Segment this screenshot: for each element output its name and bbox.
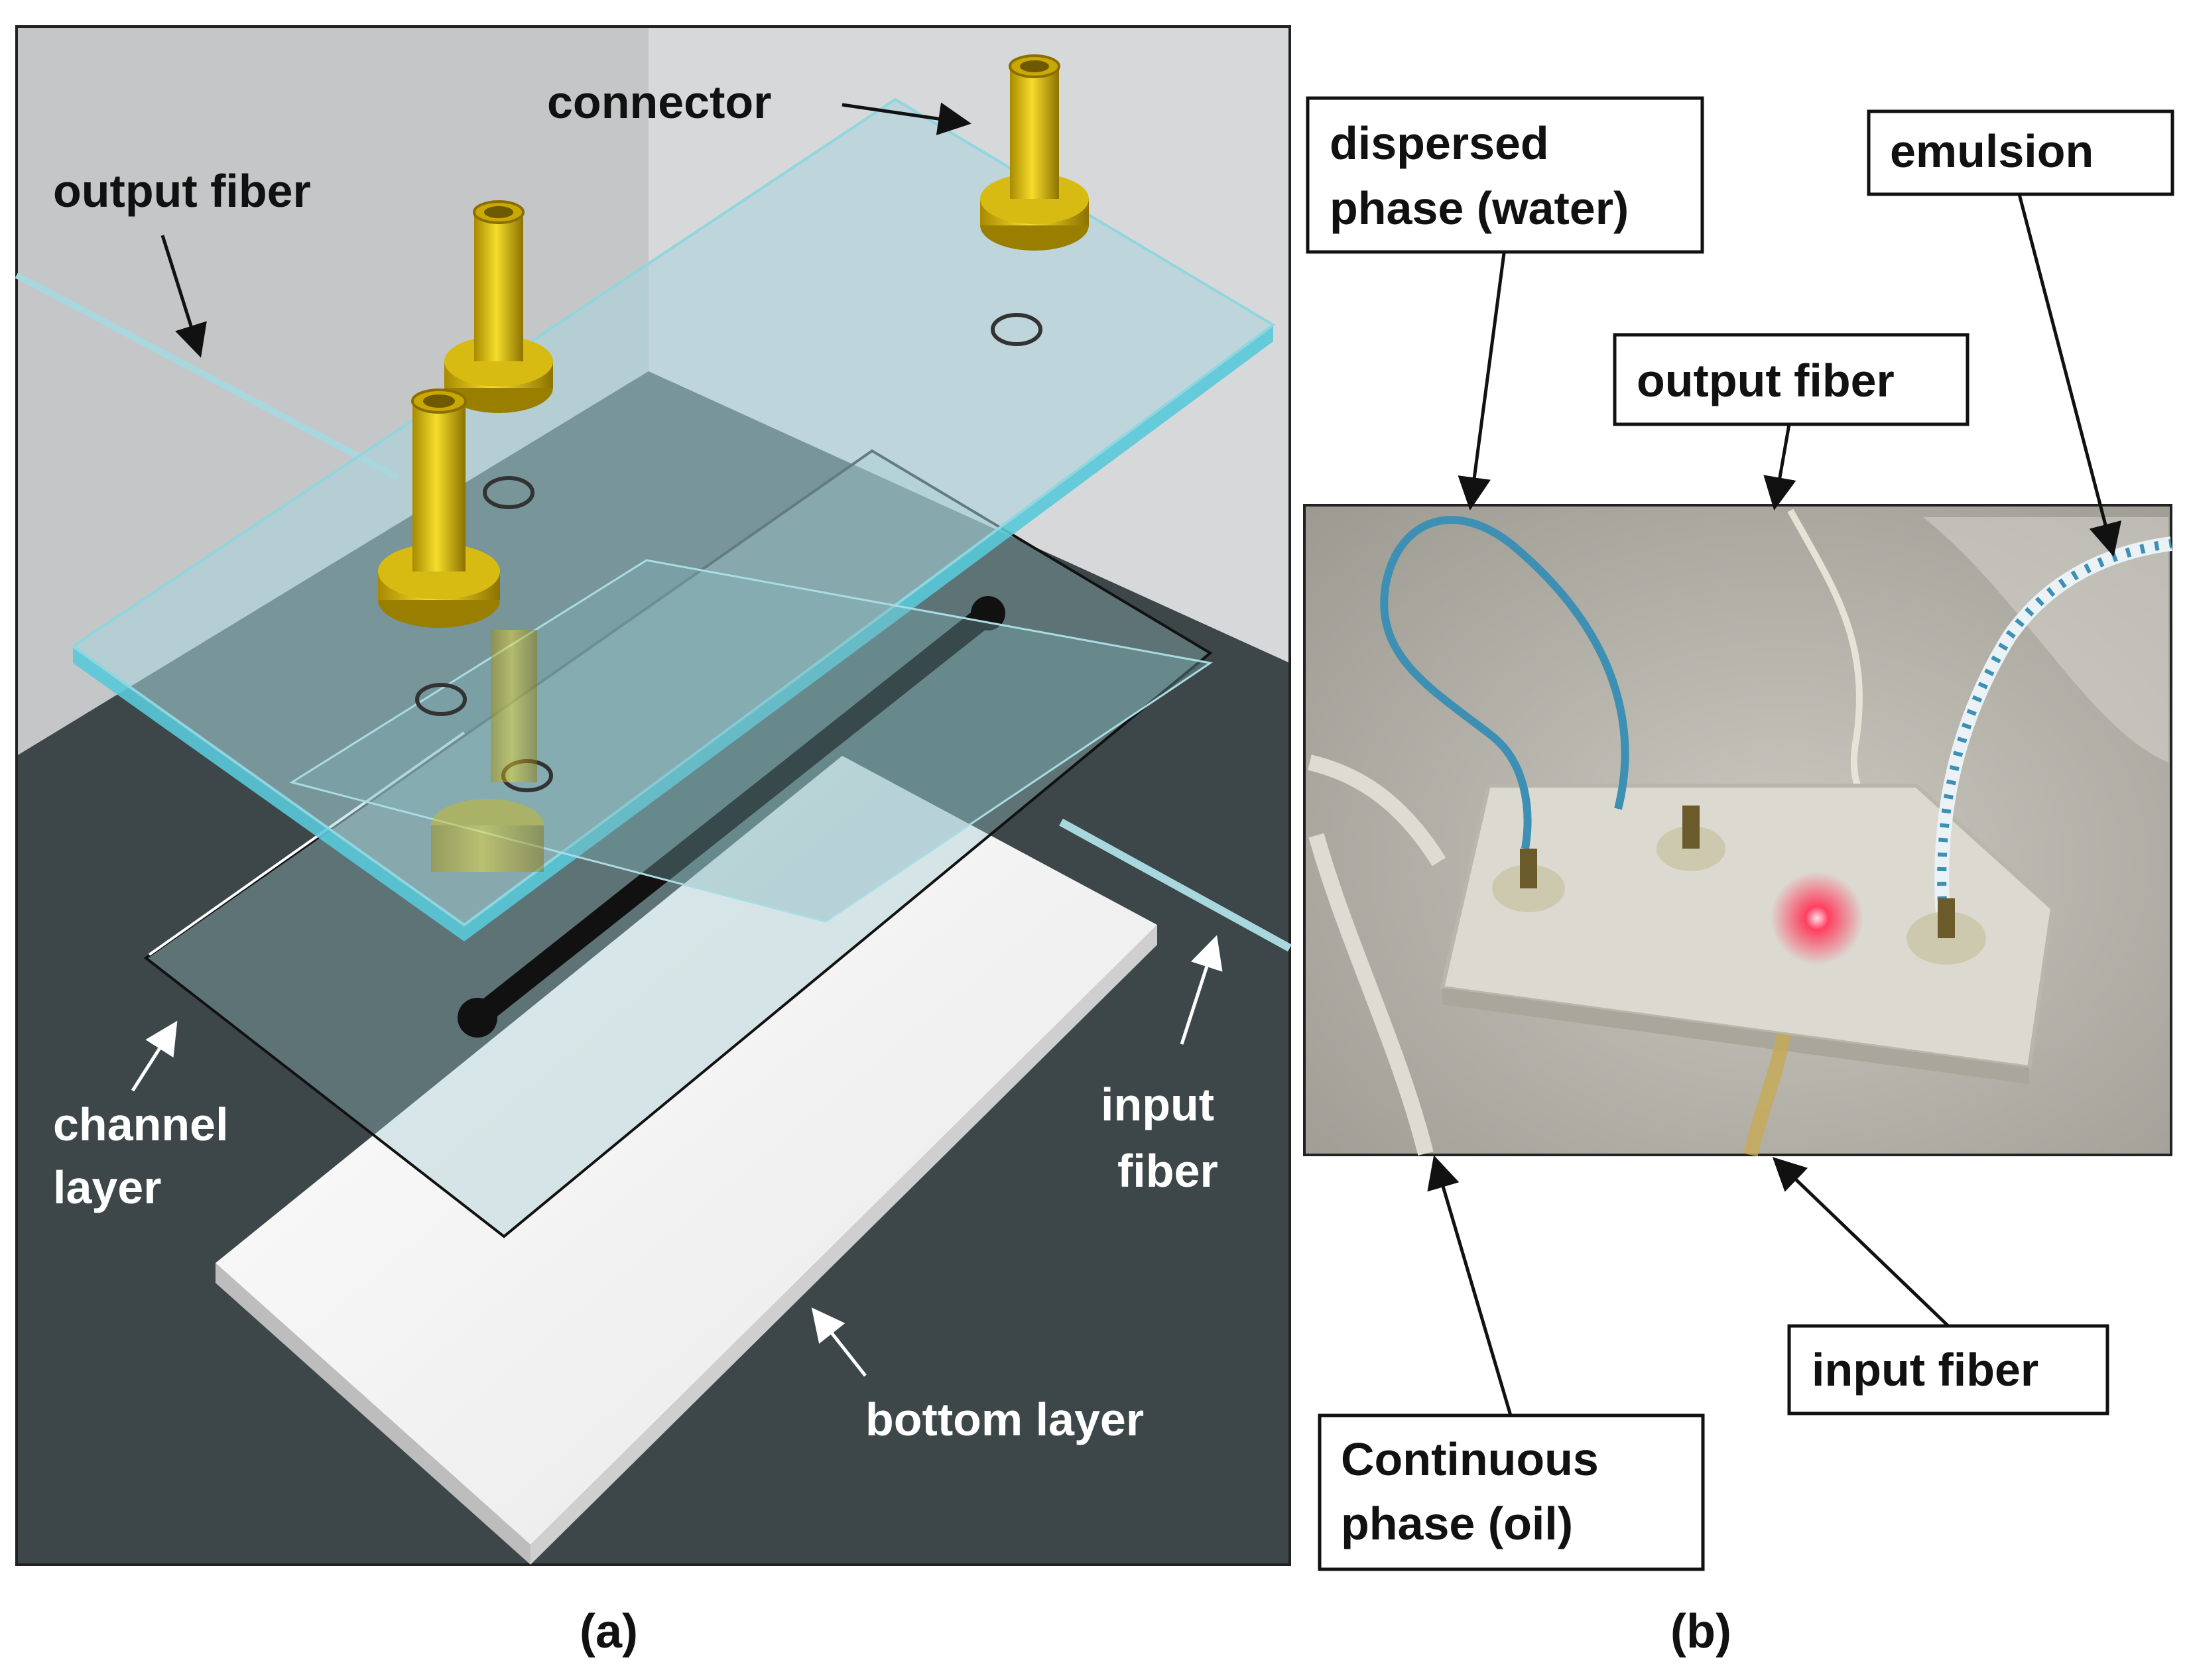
arrow-dispersed-phase <box>1458 253 1506 510</box>
box-dispersed-phase <box>1306 96 1704 254</box>
arrow-connector <box>842 102 971 135</box>
microchannel <box>466 602 999 1029</box>
caption-a: (a) <box>580 1605 638 1658</box>
output-fiber-strand <box>15 272 400 481</box>
box-output-fiber-b <box>1613 333 1970 426</box>
photo-oil-tube <box>1308 754 1446 1156</box>
label-dispersed-phase-2: phase (water) <box>1330 182 1629 234</box>
top-hole-2 <box>483 476 534 509</box>
bottom-layer-front <box>531 925 1157 1565</box>
photo-connector-right <box>1907 898 1986 965</box>
arrow-bottom-layer <box>811 1307 867 1377</box>
connector-reflection <box>431 630 544 872</box>
arrow-input-fiber-a <box>1180 935 1223 1045</box>
label-input-fiber-a-2: fiber <box>1117 1145 1218 1197</box>
channel-hole-left <box>458 998 497 1038</box>
box-emulsion <box>1867 109 2174 196</box>
connector-right <box>980 54 1089 251</box>
connector-left <box>378 389 500 628</box>
bottom-layer-slab <box>216 756 1157 1545</box>
arrow-channel-layer <box>131 1020 178 1092</box>
label-input-fiber-b: input fiber <box>1812 1344 2038 1396</box>
top-layer-edge-front <box>464 325 1273 941</box>
panel-b-labels: dispersed phase (water) emulsion output … <box>1306 96 2174 1658</box>
label-continuous-phase-2: phase (oil) <box>1341 1498 1573 1549</box>
label-bottom-layer: bottom layer <box>865 1394 1144 1445</box>
photo-output-fiber <box>1787 509 1866 798</box>
photo-input-fiber <box>1743 1033 1791 1157</box>
bottom-layer-side <box>216 1263 531 1565</box>
arrow-output-fiber-a <box>160 235 207 358</box>
label-connector: connector <box>547 76 771 128</box>
arrow-emulsion <box>2017 194 2122 557</box>
label-input-fiber-a-1: input <box>1101 1079 1214 1130</box>
panel-a-render <box>15 25 1292 1566</box>
arrow-continuous-phase <box>1427 1155 1513 1416</box>
panel-a-frame <box>15 25 1291 1566</box>
label-output-fiber-a: output fiber <box>53 165 311 217</box>
top-layer-edge <box>73 646 464 941</box>
top-hole-1 <box>991 313 1042 346</box>
top-hole-3 <box>415 683 467 716</box>
label-channel-layer-2: layer <box>53 1162 161 1213</box>
arrow-output-fiber-b <box>1763 424 1796 510</box>
panel-a-labels: connector output fiber channel layer inp… <box>53 76 1223 1658</box>
photo-laser-spot <box>1771 872 1863 965</box>
label-dispersed-phase-1: dispersed <box>1330 117 1549 169</box>
caption-b: (b) <box>1670 1605 1731 1658</box>
label-continuous-phase-1: Continuous <box>1341 1433 1599 1485</box>
input-fiber-strand <box>1059 818 1292 952</box>
arrow-input-fiber-b <box>1772 1157 1950 1327</box>
floor-reflection <box>1923 517 2168 762</box>
photo-chip-side <box>1442 988 2029 1084</box>
box-continuous-phase <box>1318 1413 1705 1571</box>
box-input-fiber-b <box>1787 1324 2109 1415</box>
label-channel-layer-1: channel <box>53 1099 229 1150</box>
connector-middle <box>444 200 553 413</box>
photo-connector-middle <box>1657 806 1725 871</box>
photo-water-tube <box>1380 516 1629 849</box>
panel-b-photo <box>1303 504 2172 1157</box>
photo-chip <box>1440 784 2055 1070</box>
label-emulsion: emulsion <box>1890 125 2094 177</box>
top-layer-glass <box>70 97 1276 927</box>
photo-emulsion-droplets <box>1937 539 2172 916</box>
label-output-fiber-b: output fiber <box>1637 355 1895 406</box>
photo-connector-left <box>1492 849 1565 912</box>
